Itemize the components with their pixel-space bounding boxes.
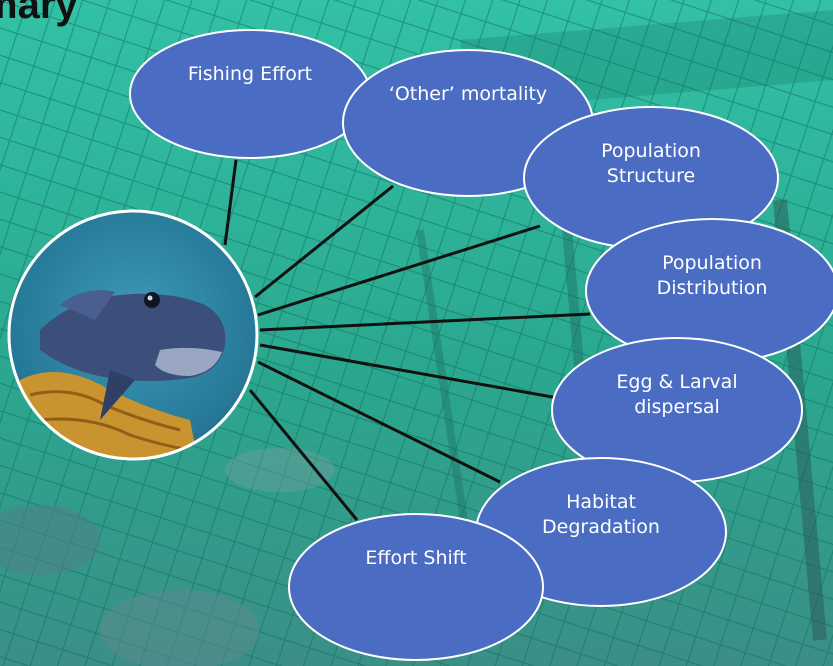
node-label-population-distribution-2: Distribution bbox=[657, 277, 768, 299]
node-label-habitat-degradation-2: Degradation bbox=[542, 516, 660, 538]
connector-lines bbox=[223, 159, 591, 521]
connector-effort-shift bbox=[248, 389, 359, 521]
concept-nodes: Fishing Effort‘Other’ mortalityPopulatio… bbox=[129, 29, 833, 661]
connector-other-mortality bbox=[254, 184, 394, 299]
node-label-habitat-degradation-1: Habitat bbox=[566, 491, 636, 513]
node-label-population-structure-2: Structure bbox=[607, 165, 695, 187]
node-label-population-distribution-1: Population bbox=[662, 252, 762, 274]
node-label-population-structure-1: Population bbox=[601, 140, 701, 162]
node-label-other-mortality-1: ‘Other’ mortality bbox=[389, 83, 547, 105]
connector-population-distribution bbox=[259, 312, 591, 332]
node-effort-shift: Effort Shift bbox=[288, 513, 544, 661]
connector-egg-larval-dispersal bbox=[259, 343, 559, 400]
connector-fishing-effort bbox=[223, 159, 238, 246]
node-fishing-effort: Fishing Effort bbox=[129, 29, 371, 159]
node-label-fishing-effort-1: Fishing Effort bbox=[188, 63, 312, 85]
connector-population-structure bbox=[257, 224, 541, 317]
node-label-egg-larval-dispersal-2: dispersal bbox=[634, 396, 720, 418]
node-label-effort-shift-1: Effort Shift bbox=[365, 547, 466, 569]
ellipse-fishing-effort bbox=[129, 29, 371, 159]
node-egg-larval-dispersal: Egg & Larval dispersal bbox=[551, 337, 803, 483]
node-label-egg-larval-dispersal-1: Egg & Larval bbox=[616, 371, 737, 393]
connector-habitat-degradation bbox=[257, 360, 501, 484]
ellipse-effort-shift bbox=[288, 513, 544, 661]
slide-title: mary bbox=[0, 0, 78, 27]
